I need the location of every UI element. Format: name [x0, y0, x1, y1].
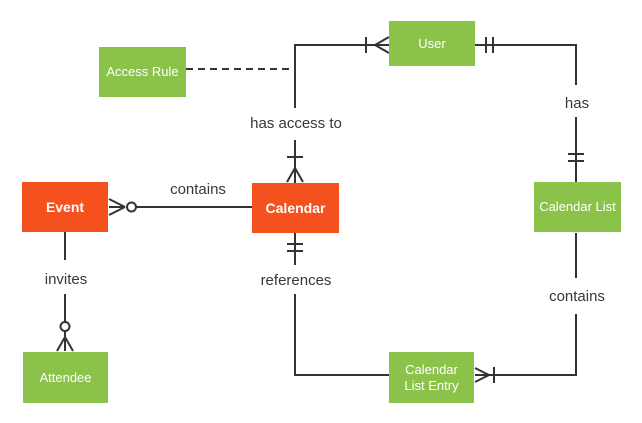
relationship-label-has: has: [562, 95, 592, 112]
entity-label: User: [418, 35, 446, 51]
entity-access-rule[interactable]: Access Rule: [99, 47, 186, 97]
one-or-many-icon: [360, 36, 390, 54]
connector-event-calendar-h: [139, 206, 252, 208]
connector-user-calendarlist-v-lower: [575, 117, 577, 183]
connector-user-calendar-v-lower: [294, 140, 296, 183]
one-or-many-icon: [474, 367, 502, 383]
entity-label: Calendar List Entry: [404, 361, 459, 393]
connector-calendar-entry-h: [294, 374, 389, 376]
connector-calendarlist-entry-v-upper: [575, 233, 577, 278]
one-and-only-one-icon: [568, 153, 584, 162]
connector-calendarlist-entry-h: [500, 374, 577, 376]
relationship-label-contains-list: contains: [547, 288, 607, 305]
entity-label: Attendee: [39, 369, 92, 385]
connector-event-attendee-v-upper: [64, 232, 66, 260]
entity-calendar[interactable]: Calendar: [252, 183, 339, 233]
entity-user[interactable]: User: [389, 21, 475, 66]
one-and-only-one-icon: [485, 37, 494, 53]
connector-event-attendee-v-lower: [64, 294, 66, 322]
connector-user-calendarlist-v-upper: [575, 44, 577, 85]
connector-calendar-entry-v-lower: [294, 294, 296, 376]
entity-event[interactable]: Event: [22, 182, 108, 232]
relationship-label-invites: invites: [42, 271, 90, 288]
connector-user-calendarlist-h: [475, 44, 577, 46]
entity-label: Calendar List: [539, 199, 616, 214]
connector-calendar-entry-v-upper: [294, 233, 296, 265]
zero-or-many-icon: [56, 321, 74, 352]
entity-calendar-list-entry[interactable]: Calendar List Entry: [389, 352, 474, 403]
zero-or-many-icon: [108, 198, 140, 216]
one-and-only-one-icon: [287, 243, 303, 252]
connector-user-calendar-v-upper: [294, 44, 296, 108]
entity-label: Event: [45, 199, 85, 215]
relationship-label-has-access-to: has access to: [248, 115, 344, 132]
relationship-label-contains-event: contains: [168, 181, 228, 198]
connector-access-rule-dashed: [186, 68, 294, 70]
one-or-many-icon: [286, 156, 304, 183]
entity-label: Calendar: [265, 200, 326, 216]
entity-label: Access Rule: [106, 64, 179, 79]
entity-calendar-list[interactable]: Calendar List: [534, 182, 621, 232]
connector-user-calendar-h: [294, 44, 362, 46]
relationship-label-references: references: [258, 272, 334, 289]
entity-attendee[interactable]: Attendee: [23, 352, 108, 403]
connector-calendarlist-entry-v-lower: [575, 314, 577, 376]
